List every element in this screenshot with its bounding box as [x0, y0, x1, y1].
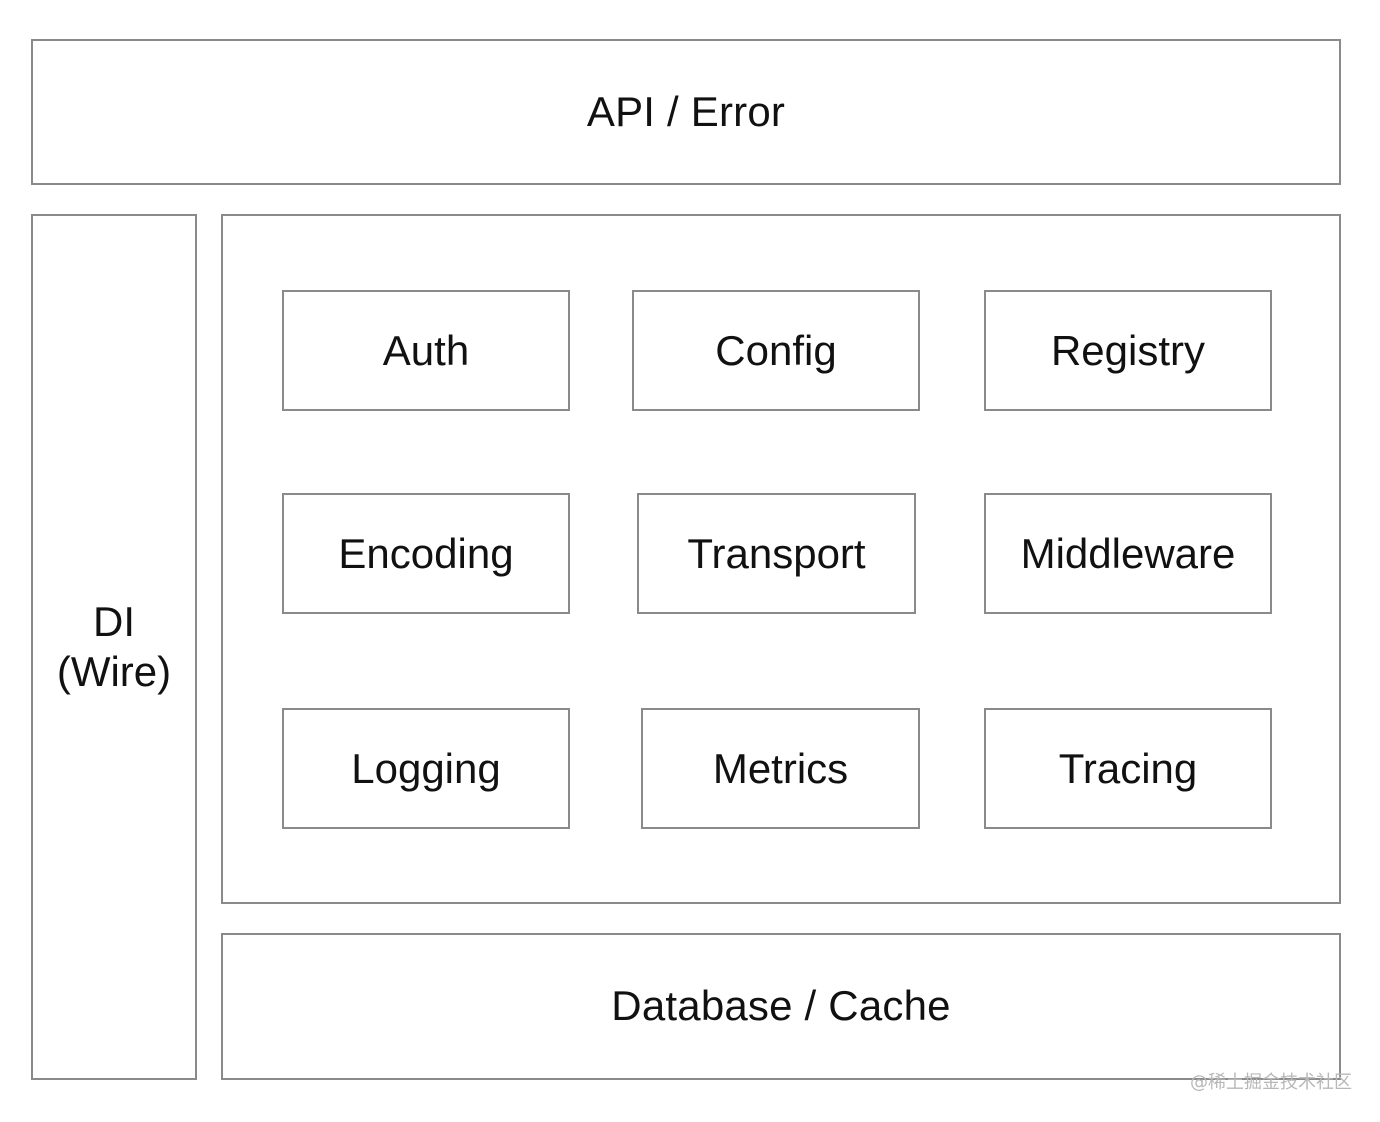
middleware-module: Middleware	[984, 493, 1272, 614]
database-cache-label: Database / Cache	[611, 982, 951, 1030]
tracing-label: Tracing	[1058, 744, 1198, 792]
watermark-text: @稀土掘金技术社区	[1190, 1072, 1352, 1093]
transport-module: Transport	[637, 493, 916, 614]
metrics-label: Metrics	[712, 744, 849, 792]
database-cache-layer: Database / Cache	[221, 933, 1341, 1080]
config-label: Config	[715, 326, 837, 374]
auth-module: Auth	[282, 290, 570, 411]
api-error-layer: API / Error	[31, 39, 1341, 185]
tracing-module: Tracing	[984, 708, 1272, 829]
di-wire-layer: DI (Wire)	[31, 214, 197, 1080]
logging-module: Logging	[282, 708, 570, 829]
auth-label: Auth	[382, 326, 470, 374]
registry-label: Registry	[1050, 326, 1206, 374]
api-error-label: API / Error	[586, 87, 786, 135]
registry-module: Registry	[984, 290, 1272, 411]
middleware-label: Middleware	[1020, 529, 1236, 577]
metrics-module: Metrics	[641, 708, 920, 829]
encoding-module: Encoding	[282, 493, 570, 614]
config-module: Config	[632, 290, 920, 411]
encoding-label: Encoding	[338, 529, 514, 577]
di-wire-label: DI (Wire)	[56, 597, 172, 695]
logging-label: Logging	[351, 744, 501, 792]
transport-label: Transport	[687, 529, 866, 577]
